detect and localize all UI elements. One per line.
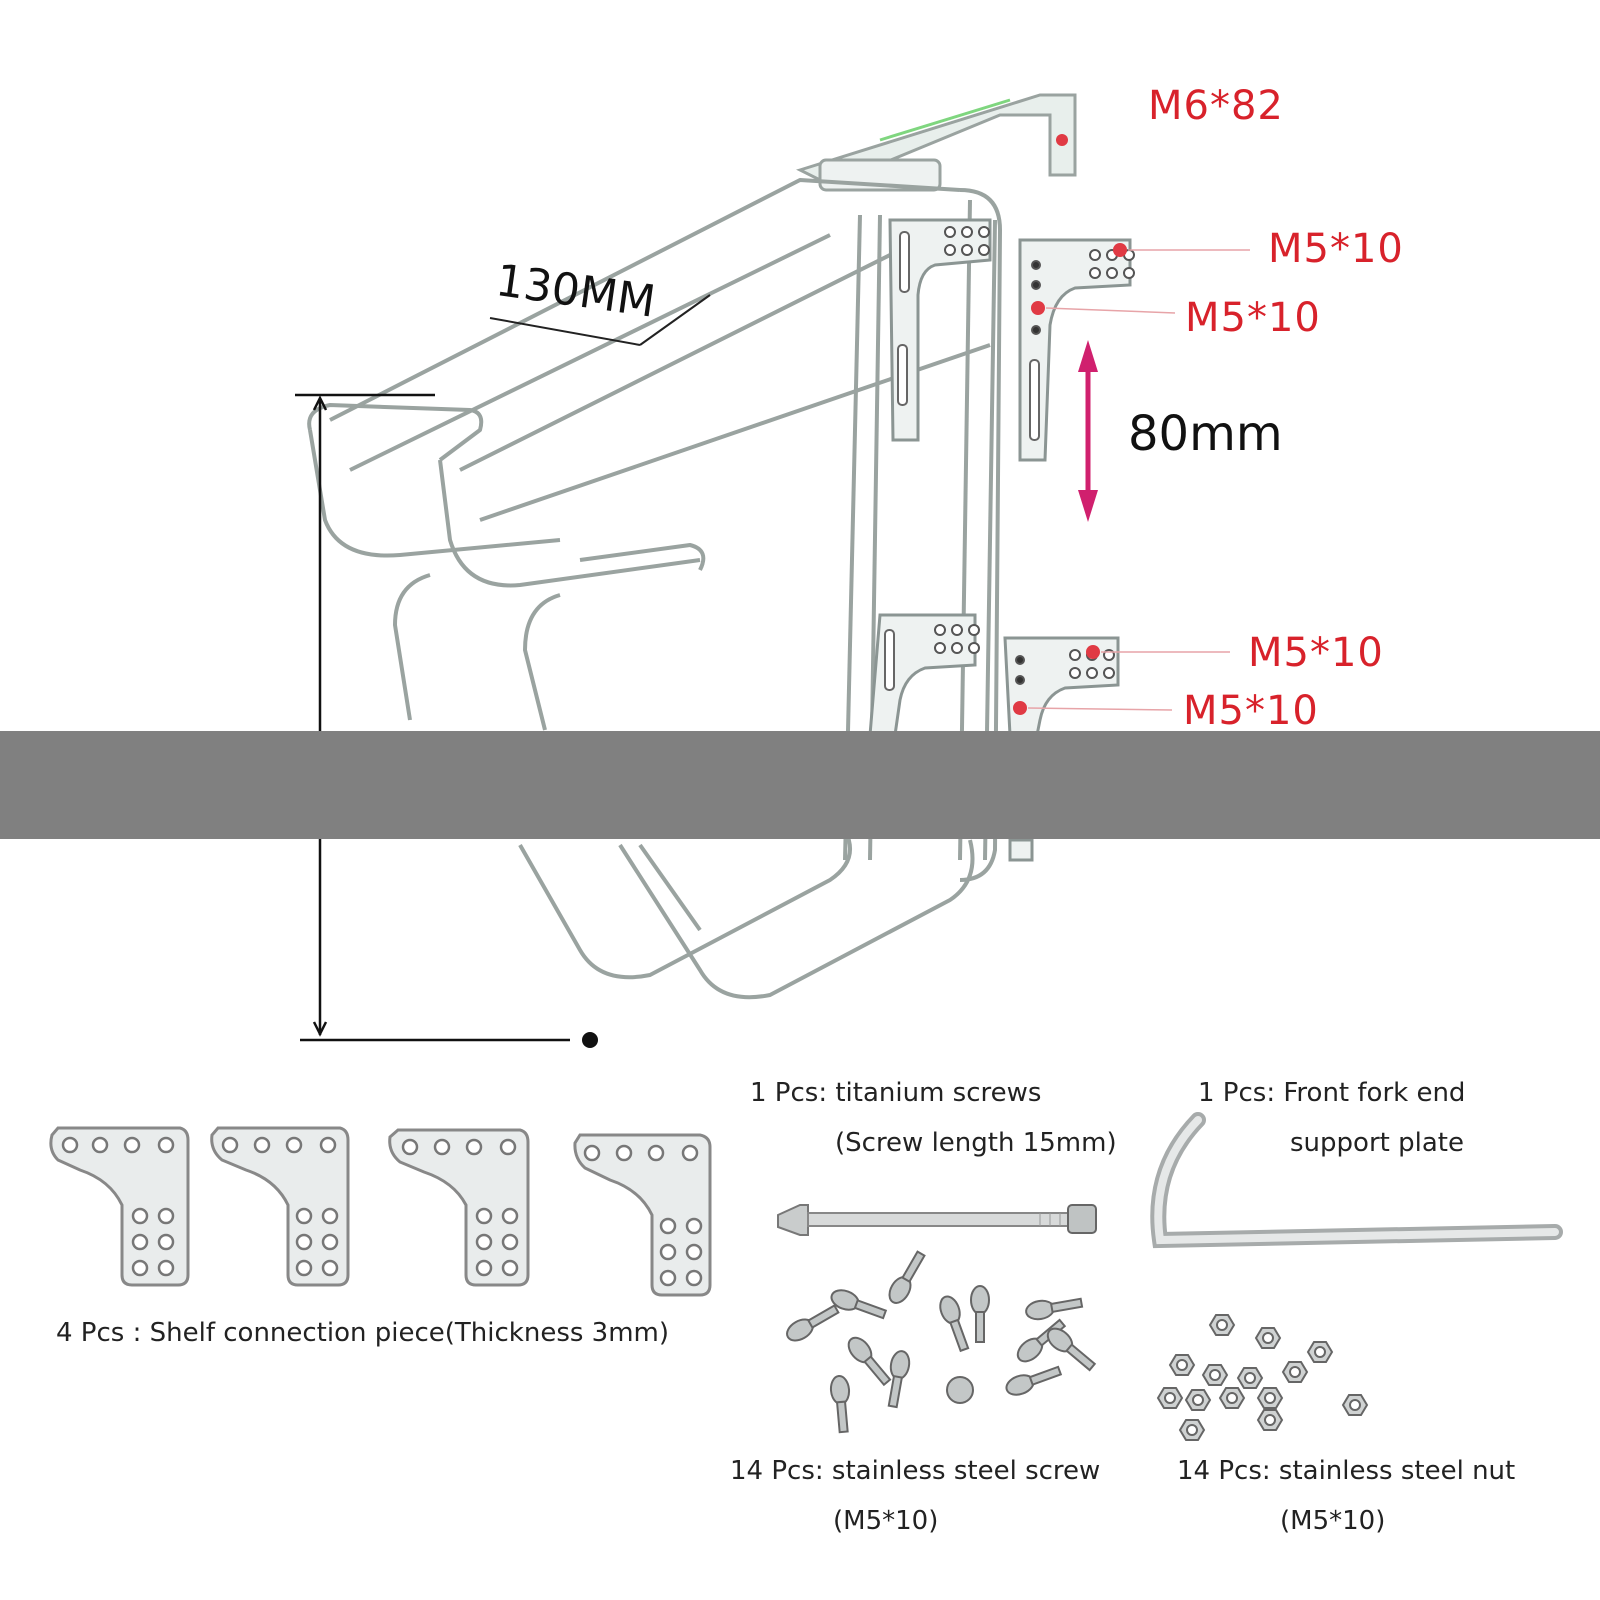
height-dimension-line [295,393,598,1048]
width-dimension-line [489,294,711,346]
titanium-screw-caption-1: 1 Pcs: titanium screws [750,1078,1042,1108]
redaction-bar [0,731,1600,839]
lower-bolt-label-2: M5*10 [1183,688,1319,734]
titanium-screw-caption-2: (Screw length 15mm) [835,1128,1117,1158]
top-bolt-label: M6*82 [1148,83,1284,129]
steel-screws-caption-1: 14 Pcs: stainless steel screw [730,1456,1101,1486]
adjust-range-label: 80mm [1128,406,1283,462]
adjust-range-arrow [1078,340,1098,522]
steel-nuts-caption-2: (M5*10) [1280,1506,1386,1536]
steel-nuts-caption-1: 14 Pcs: stainless steel nut [1177,1456,1516,1486]
upper-bolt-label-2: M5*10 [1185,295,1321,341]
plates-caption: 4 Pcs : Shelf connection piece(Thickness… [56,1318,670,1348]
support-plate-caption-2: support plate [1290,1128,1464,1158]
support-plate-caption-1: 1 Pcs: Front fork end [1198,1078,1466,1108]
top-mounting-bracket [796,93,1077,192]
lower-bolt-label-1: M5*10 [1248,630,1384,676]
bolt-markers [1013,243,1250,715]
frame-connection-plates [868,218,1132,862]
steel-screws-caption-2: (M5*10) [833,1506,939,1536]
adjust-slots [884,231,1040,691]
upper-bolt-label-1: M5*10 [1268,226,1404,272]
